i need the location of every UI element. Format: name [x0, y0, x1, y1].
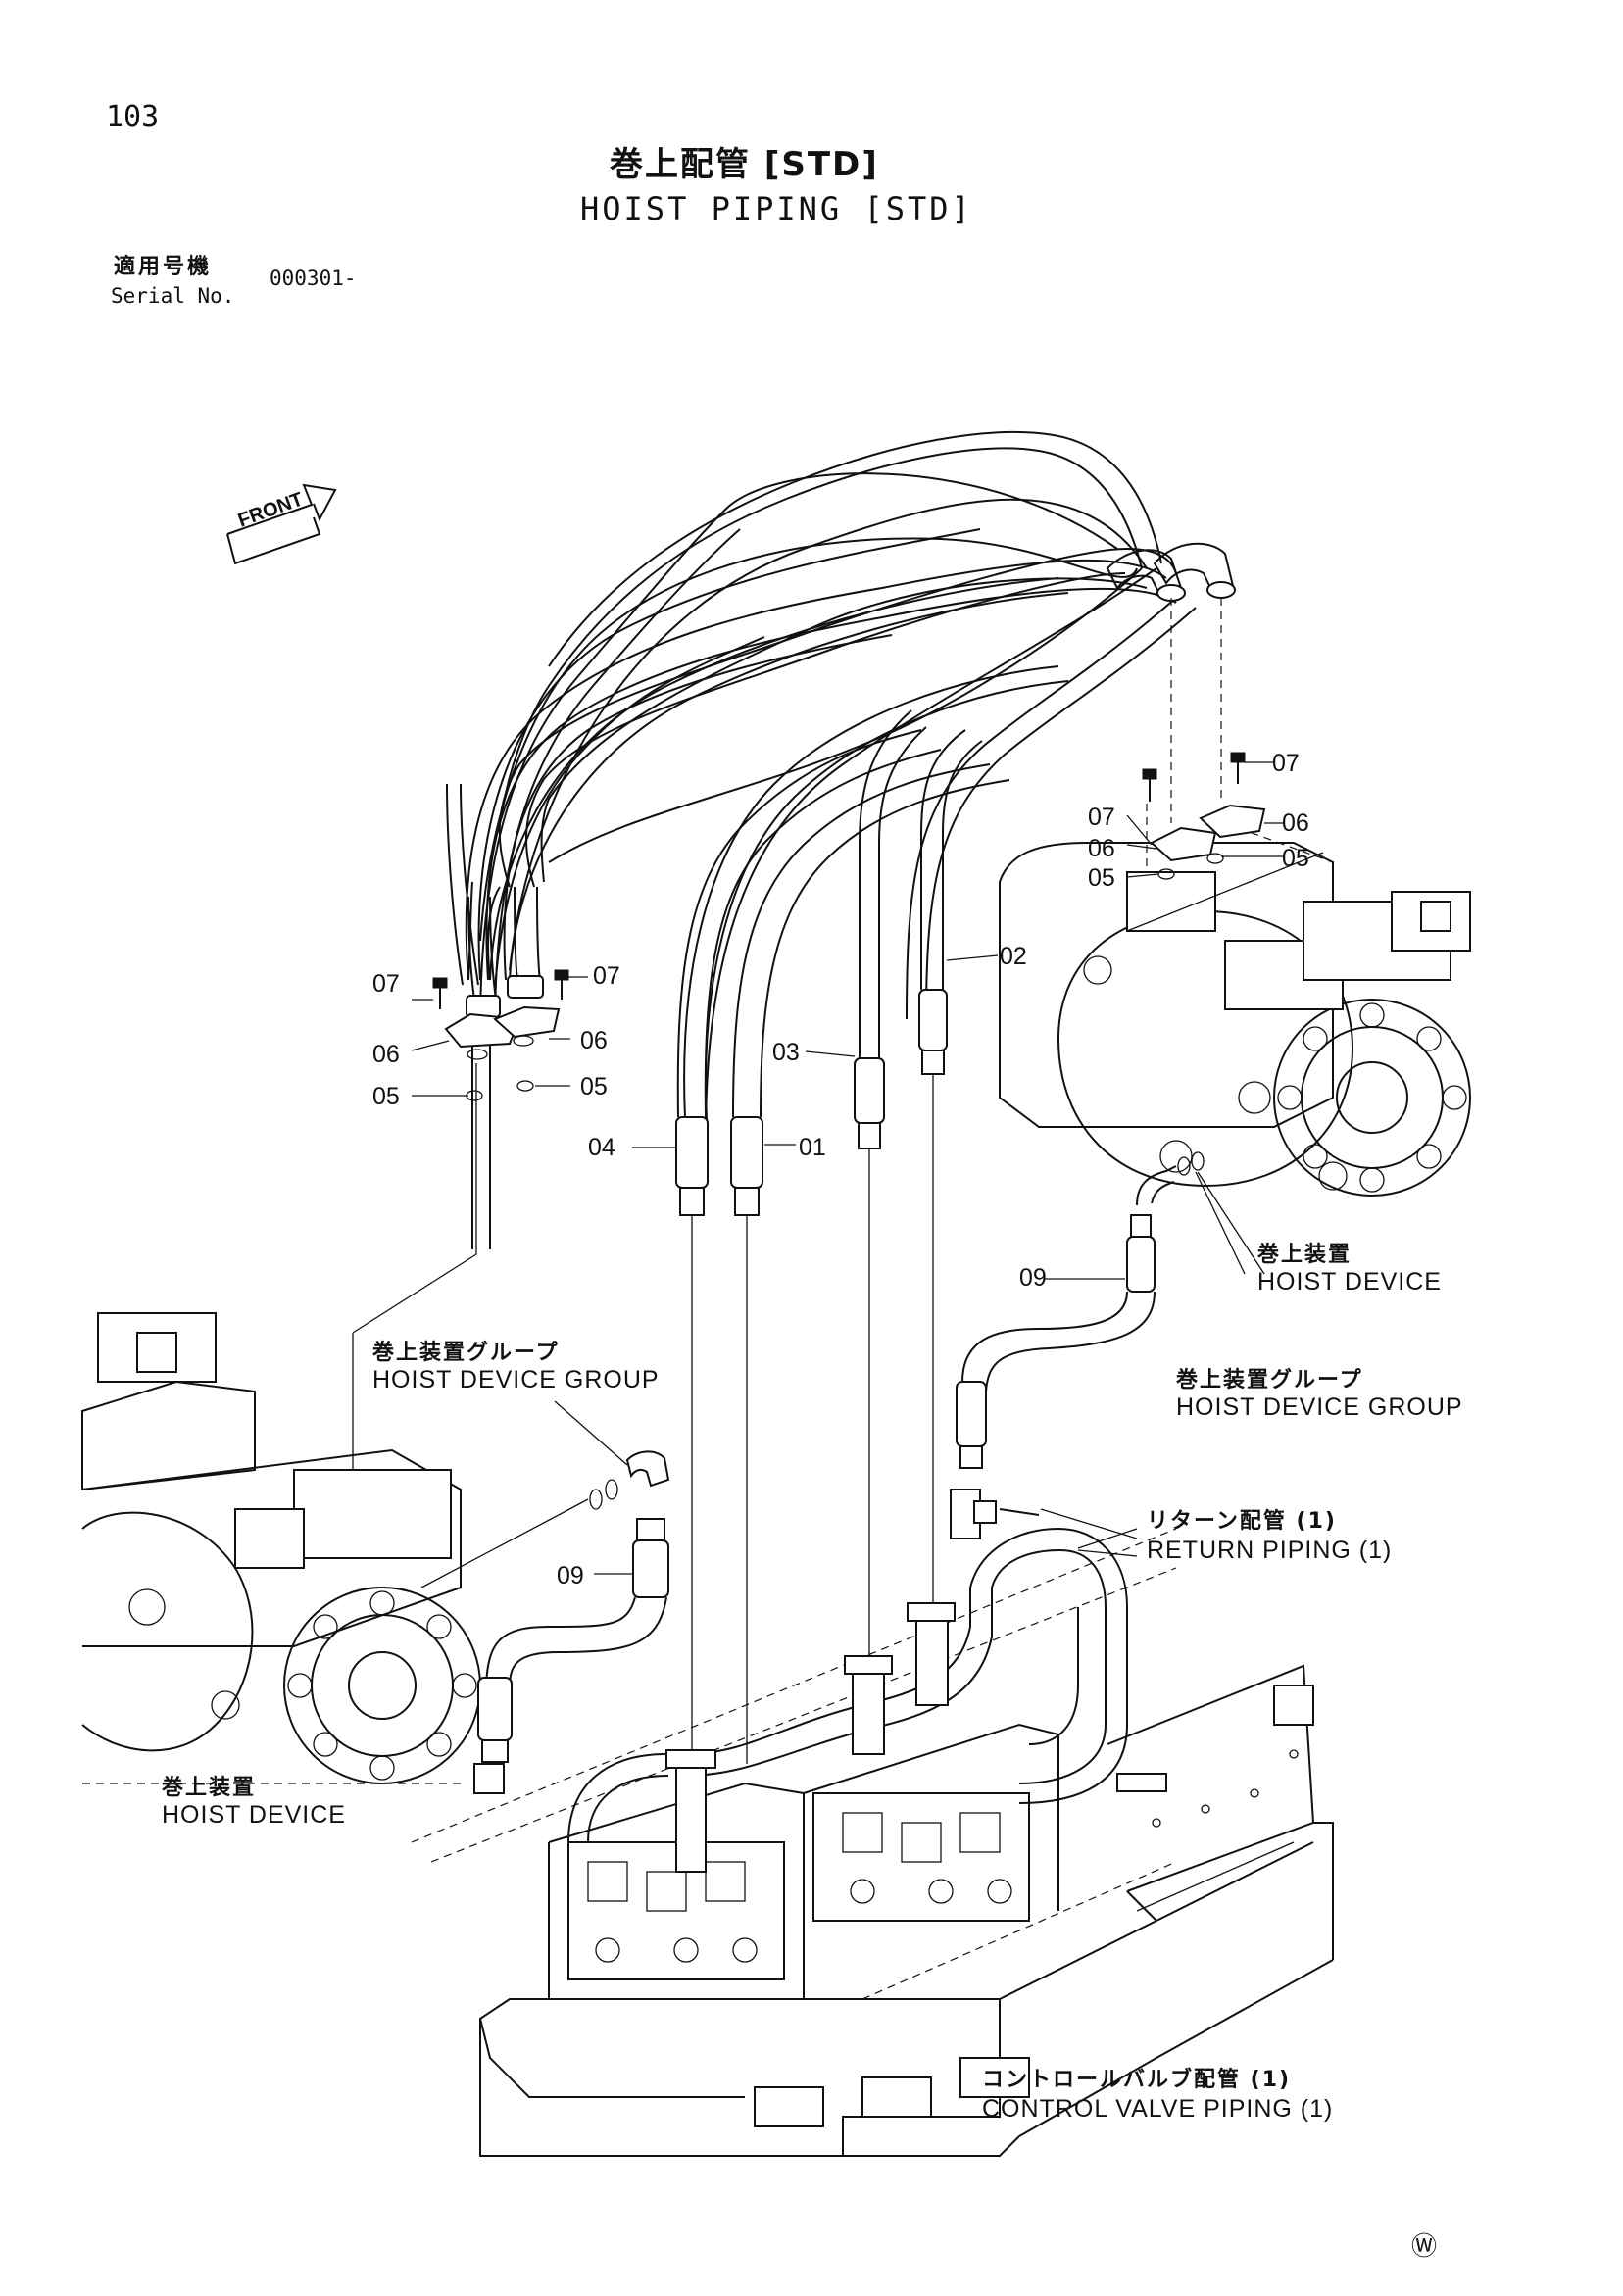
- ref-07-left-a: 07: [372, 970, 400, 998]
- title-english: HOIST PIPING [STD]: [580, 190, 973, 227]
- callout-hoist-device-right-en: HOIST DEVICE: [1257, 1268, 1442, 1295]
- callout-hoist-device-group-left-en: HOIST DEVICE GROUP: [372, 1366, 660, 1393]
- hose-runs-01-04: [676, 729, 1010, 1118]
- ref-06-right-b: 06: [1088, 835, 1115, 862]
- ref-09-left: 09: [557, 1562, 584, 1589]
- callout-hoist-device-group-left-jp: 巻上装置グループ: [372, 1341, 560, 1365]
- callout-control-valve-piping-en: CONTROL VALVE PIPING (1): [982, 2095, 1334, 2123]
- ref-07-left-b: 07: [593, 962, 620, 990]
- ref-05-left-b: 05: [580, 1073, 608, 1100]
- hose-ferrules-01-04: [675, 1116, 763, 1764]
- footer-mark: Ⓦ: [1411, 2232, 1438, 2262]
- ref-02: 02: [1000, 943, 1027, 970]
- callout-control-valve-piping-jp: コントロールバルブ配管 (1): [982, 2068, 1292, 2092]
- callout-return-piping-en: RETURN PIPING (1): [1147, 1537, 1393, 1564]
- callout-leader-lines: [1040, 1171, 1246, 1539]
- hose-09-right: [956, 1151, 1265, 1469]
- title-japanese: 巻上配管 [STD]: [610, 145, 879, 184]
- serial-label-english: Serial No.: [111, 284, 235, 308]
- callout-return-piping-jp: リターン配管 (1): [1147, 1509, 1337, 1534]
- reference-leader-lines: [632, 954, 1138, 1557]
- ref-06-left-b: 06: [580, 1027, 608, 1054]
- ref-01: 01: [799, 1134, 826, 1161]
- left-flange-group: [352, 886, 588, 1490]
- ref-09-right: 09: [1019, 1264, 1047, 1292]
- hose-09-left: [420, 1400, 670, 1794]
- top-elbows: [1106, 542, 1236, 602]
- callout-hoist-device-group-right-en: HOIST DEVICE GROUP: [1176, 1393, 1463, 1421]
- hose-bundle: [465, 430, 1197, 1138]
- hoist-device-left: [81, 1312, 481, 1784]
- callout-hoist-device-right-jp: 巻上装置: [1257, 1243, 1352, 1267]
- callout-hoist-device-left-jp: 巻上装置: [162, 1776, 257, 1800]
- ref-05-left-a: 05: [372, 1083, 400, 1110]
- page-number: 103: [106, 100, 160, 134]
- ref-07-right-b: 07: [1088, 804, 1115, 831]
- right-flange-group: [1126, 598, 1284, 880]
- ref-04: 04: [588, 1134, 615, 1161]
- serial-number-value: 000301-: [270, 267, 357, 290]
- ref-03: 03: [772, 1039, 800, 1066]
- ref-07-right-a: 07: [1272, 750, 1300, 777]
- base-plate: [479, 1822, 1334, 2157]
- ref-05-right-b: 05: [1088, 864, 1115, 892]
- ref-06-left-a: 06: [372, 1041, 400, 1068]
- hoist-device-right: [999, 804, 1471, 1197]
- control-valve-group: [411, 1489, 1315, 2157]
- ref-05-right-a: 05: [1282, 845, 1309, 872]
- callout-hoist-device-group-right-jp: 巻上装置グループ: [1176, 1368, 1363, 1392]
- front-arrow-icon: [226, 483, 337, 565]
- hose-ferrules-02-03: [854, 709, 983, 1666]
- callout-hoist-device-left-en: HOIST DEVICE: [162, 1801, 346, 1829]
- ref-06-right-a: 06: [1282, 809, 1309, 837]
- serial-label-japanese: 適用号機: [114, 255, 213, 279]
